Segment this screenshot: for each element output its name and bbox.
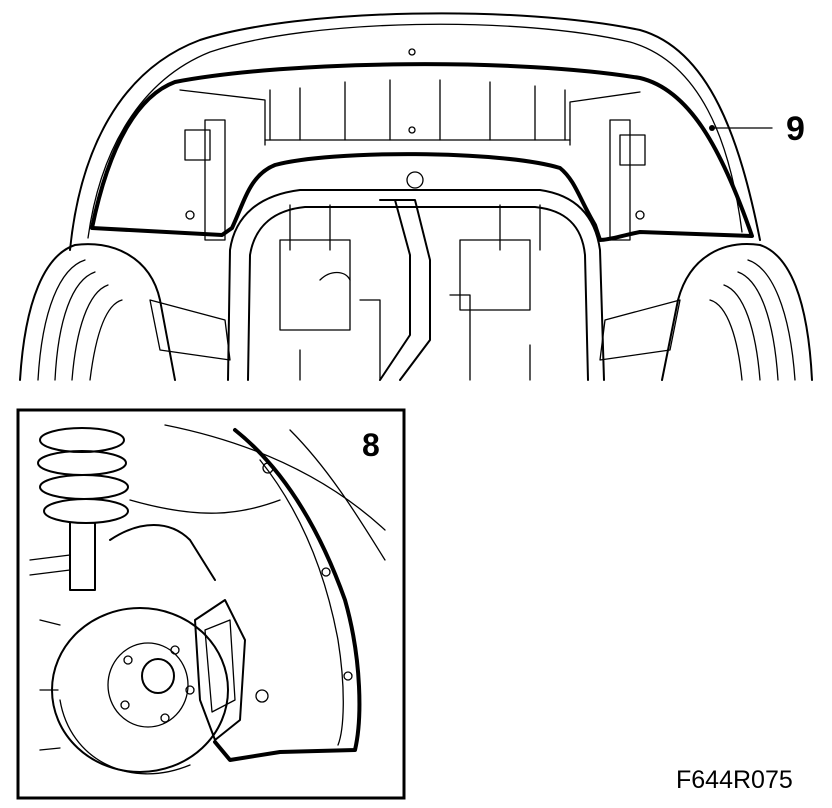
bumper-shell	[69, 12, 761, 251]
callout-9-dot	[709, 125, 715, 131]
right-tire	[661, 243, 813, 381]
fender-edge	[164, 424, 386, 531]
inset-detail-view: 8	[16, 408, 406, 800]
part-number-8: 8	[362, 427, 380, 463]
wheel-arch-liner	[90, 62, 754, 242]
part-number-9: 9	[786, 110, 805, 148]
panel-ribs	[179, 79, 641, 146]
brake-caliper	[194, 599, 246, 741]
coil-spring	[29, 427, 129, 591]
inner-wheel-liner	[213, 428, 362, 762]
figure-code: F644R075	[676, 766, 793, 794]
underbody-view: 9	[19, 12, 813, 381]
suspension-mounts	[149, 48, 681, 361]
rear-subframe	[227, 171, 605, 381]
left-tire	[19, 243, 176, 381]
